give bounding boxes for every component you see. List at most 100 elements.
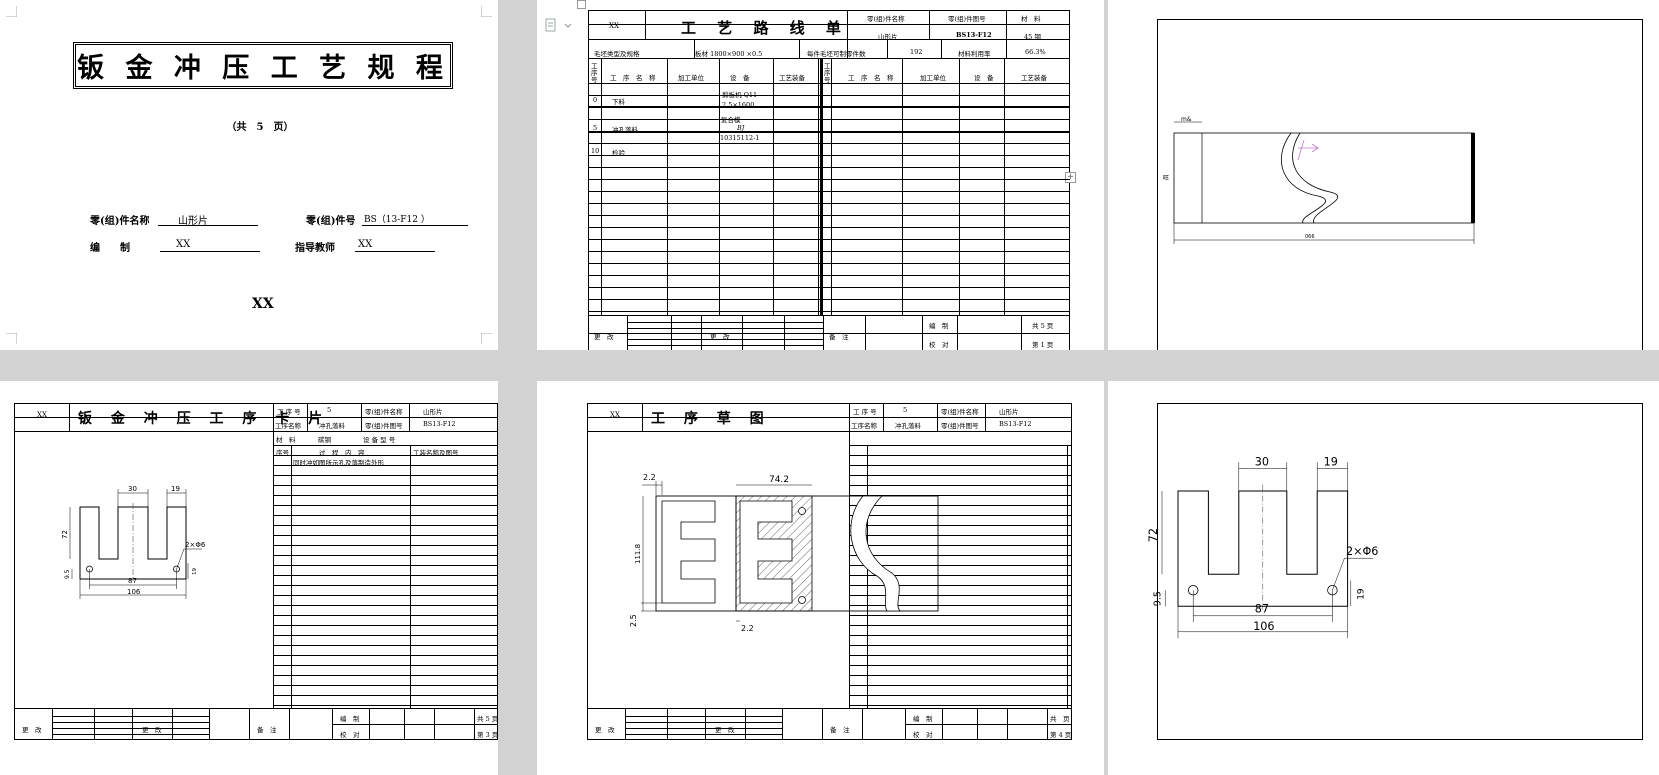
route-row-seq: 10: [591, 147, 600, 155]
route-row-equip: 复合模: [721, 116, 741, 124]
page-inspection-card: XX检 验 卡 片工 序 号10零(组)件名称山腿工序名称检验零(组)件图号BS…: [1108, 381, 1659, 775]
grid-line: [588, 95, 1070, 96]
table-move-handle[interactable]: [577, 0, 586, 9]
cover-title-box: 钣 金 冲 压 工 艺 规 程: [73, 42, 453, 89]
grid-line: [957, 315, 958, 350]
grid-line: [273, 465, 498, 466]
grid-line: [588, 315, 1070, 316]
grid-line: [588, 287, 1070, 288]
part-no-value: BS（13-F12 ）: [364, 215, 430, 225]
footer-check: 校 对: [913, 731, 933, 739]
route-part-name: 山形片: [878, 33, 898, 41]
add-row-button[interactable]: +: [1065, 172, 1076, 183]
grid-line: [667, 58, 668, 315]
dim-text: 106: [1253, 620, 1274, 633]
grid-line: [588, 251, 1070, 252]
grid-line: [588, 83, 1070, 84]
grid-line: [273, 635, 498, 636]
route-blank-label: 毛坯类型及规格: [594, 50, 640, 58]
grid-line: [588, 275, 1070, 276]
grid-line: [588, 119, 1070, 120]
grid-line: [588, 39, 1070, 40]
op-name-value: 冲孔落料: [319, 422, 345, 430]
grid-line: [937, 403, 938, 431]
grid-line: [273, 595, 498, 596]
grid-line: [849, 695, 1072, 696]
punching-layout-drawing: 2.2 74.2 111.8 2.5 2.2: [629, 473, 939, 633]
page-icon[interactable]: [545, 18, 575, 34]
part-name-value: 山形片: [178, 216, 208, 227]
grid-line: [307, 403, 308, 431]
grid-line: [627, 322, 823, 323]
grid-line: [625, 728, 782, 729]
route-row-tool-sub: BJ: [737, 124, 745, 132]
grid-line: [249, 708, 250, 740]
route-col-equip-2: 设 备: [974, 74, 994, 82]
grid-line: [52, 728, 209, 729]
grid-line: [849, 445, 1072, 446]
grid-line: [587, 417, 1072, 418]
dim-text: 2×Φ6: [185, 541, 206, 549]
card-org: XX: [610, 411, 620, 419]
route-col-name-2: 工 序 名 称: [848, 74, 894, 82]
op-name-label: 工序名称: [275, 422, 301, 430]
grid-line: [273, 445, 498, 446]
part-name-label: 零(组)件名称: [365, 408, 403, 416]
grid-line: [273, 525, 498, 526]
grid-line: [849, 475, 1072, 476]
grid-line: [588, 333, 1070, 334]
part-no-value: BS13-F12: [423, 420, 456, 428]
grid-line: [273, 585, 498, 586]
grid-line: [14, 708, 498, 709]
seq-value: 5: [327, 406, 332, 414]
grid-line: [588, 179, 1070, 180]
grid-line: [273, 695, 498, 696]
footer-total: 共 5 页: [477, 715, 498, 723]
grid-line: [820, 58, 822, 315]
grid-line: [588, 132, 1070, 133]
grid-line: [985, 403, 986, 431]
grid-line: [1067, 445, 1068, 708]
grid-line: [52, 734, 209, 735]
footer-total: 共 5 页: [1032, 322, 1054, 330]
grid-line: [867, 445, 868, 708]
grid-line: [625, 722, 782, 723]
crop-mark-icon: [6, 6, 17, 17]
grid-line: [849, 505, 1072, 506]
grid-line: [849, 655, 1072, 656]
grid-line: [849, 565, 1072, 566]
grid-line: [332, 724, 498, 725]
grid-line: [273, 475, 498, 476]
grid-line: [849, 605, 1072, 606]
grid-line: [782, 708, 783, 740]
grid-line: [625, 734, 782, 735]
route-h-part-no: 零(组)件图号: [948, 15, 986, 23]
editor-value: XX: [176, 239, 191, 250]
grid-line: [822, 58, 823, 315]
blank-strip-drawing: m& 旺 066: [1163, 116, 1475, 244]
dim-text: 9.5: [64, 569, 71, 579]
grid-line: [587, 431, 1072, 432]
grid-line: [588, 299, 1070, 300]
footer-page: 第 4 页: [1050, 731, 1072, 739]
grid-line: [273, 685, 498, 686]
grid-line: [1021, 315, 1022, 350]
grid-line: [627, 315, 628, 350]
dim-text: 72: [1147, 528, 1160, 542]
footer-remark: 备 注: [257, 726, 277, 734]
dim-text: 30: [128, 485, 137, 493]
dim-text: 9.5: [1152, 591, 1163, 606]
grid-line: [588, 167, 1070, 168]
grid-line: [865, 315, 866, 350]
crop-mark-icon: [481, 6, 492, 17]
drawing-line: [176, 548, 185, 570]
grid-line: [929, 10, 930, 39]
grid-line: [642, 403, 643, 431]
footer-compile: 编 制: [929, 322, 949, 330]
cover-footer: XX: [252, 296, 274, 312]
grid-line: [588, 143, 1070, 144]
grid-line: [52, 722, 209, 723]
grid-line: [849, 595, 1072, 596]
grid-line: [822, 708, 823, 740]
